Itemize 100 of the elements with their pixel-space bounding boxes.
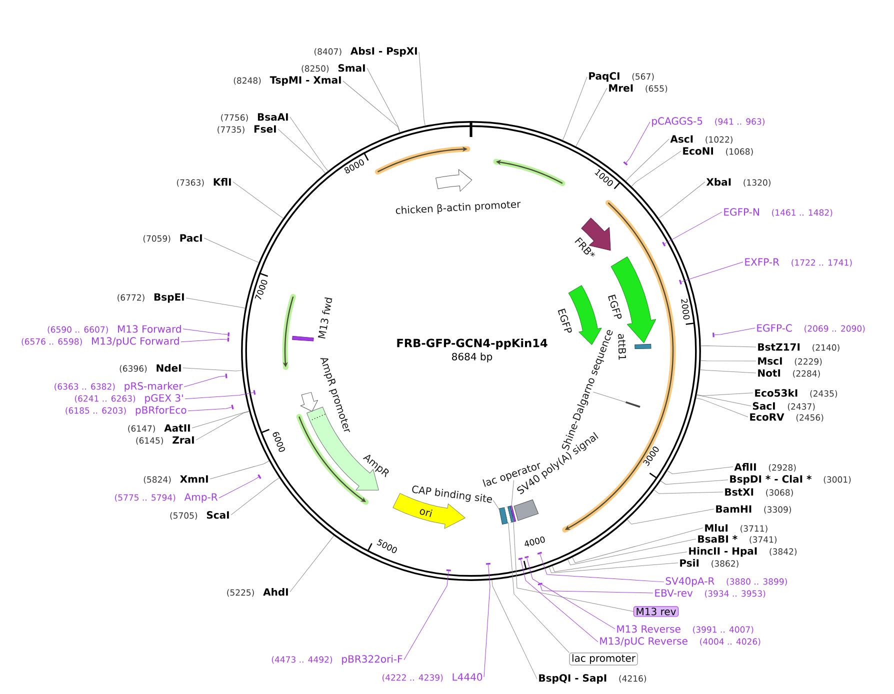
position-label: (1461 .. 1482) (772, 209, 832, 217)
position-label: (2140) (812, 344, 840, 352)
primer-mark (537, 552, 542, 555)
leader-line (696, 394, 752, 406)
primer-mark (446, 569, 451, 572)
leader-line (196, 411, 250, 440)
leader-line (230, 478, 280, 516)
enzyme-label: PsiI (680, 559, 699, 567)
leader-line (366, 68, 400, 133)
enzyme-label: BspDI * - ClaI * (730, 475, 812, 485)
position-label: (6241 .. 6263) (74, 395, 136, 403)
leader-line (184, 376, 226, 388)
leader-line (700, 345, 756, 348)
position-label: (1068) (726, 148, 753, 156)
primer-mark (712, 332, 714, 338)
position-label: (941 .. 963) (715, 118, 764, 126)
position-label: (4222 .. 4239) (382, 674, 443, 682)
position-label: (4216) (619, 675, 646, 683)
enzyme-label: KflI (214, 178, 231, 186)
enzyme-label: BspEI (154, 293, 184, 303)
position-label: (5824) (144, 476, 171, 484)
enzyme-label: MscI (758, 357, 782, 365)
leader-line (404, 570, 449, 660)
enzyme-label: NotI (758, 369, 780, 377)
position-label: (6363 .. 6382) (54, 383, 115, 391)
enzyme-label: AbsI - PspXI (350, 47, 417, 57)
position-label: (3309) (764, 506, 792, 514)
leader-line (492, 500, 500, 510)
leader-line (540, 584, 654, 594)
leader-line (572, 528, 704, 564)
position-label: (4004 .. 4026) (700, 638, 760, 646)
position-label: (4473 .. 4492) (272, 656, 332, 664)
position-label: (7735) (218, 126, 244, 134)
leader-line (568, 538, 696, 566)
enzyme-label: MreI (609, 84, 633, 92)
leader-line (186, 298, 246, 308)
primer-mark (662, 242, 666, 246)
leader-line (492, 580, 538, 680)
leader-line (696, 392, 754, 396)
leader-line (508, 522, 570, 653)
leader-line (192, 410, 250, 428)
tick-label: 4000 (524, 536, 545, 547)
position-label: (3001) (824, 476, 851, 484)
enzyme-label: BspQI - SapI (539, 674, 606, 684)
position-label: (2456) (796, 414, 824, 422)
position-label: (5705) (170, 512, 198, 520)
leader-line (418, 52, 426, 126)
primer-mark (253, 390, 256, 395)
primer-label: pGEX 3' (145, 394, 183, 404)
leader-line (204, 238, 260, 263)
primer-mark (225, 374, 228, 378)
leader-line (184, 392, 254, 400)
feature-label: attB1 (618, 334, 626, 360)
leader-line (484, 564, 490, 678)
primer-label: EBV-rev (655, 589, 693, 597)
primer-label: pBRforEco (136, 406, 186, 416)
leader-line (660, 480, 728, 485)
leader-line (631, 150, 682, 187)
primer-mark (486, 562, 490, 565)
position-label: (5775 .. 5794) (115, 494, 176, 502)
leader-line (714, 328, 756, 336)
primer-label: M13 Reverse (617, 625, 680, 633)
primer-mark (538, 582, 542, 586)
primer-mark (678, 280, 682, 284)
feature-label: CAP binding site (412, 486, 492, 503)
primer-label: M13 Forward (118, 325, 181, 333)
enzyme-label: BsaBI * (698, 535, 738, 543)
enzyme-label: SacI (752, 402, 775, 410)
primer-label: M13/pUC Reverse (600, 637, 688, 647)
position-label: (3068) (766, 489, 793, 497)
leader-line (180, 338, 228, 342)
enzyme-label: ScaI (206, 511, 229, 519)
leader-line (278, 128, 326, 174)
enzyme-label: AflII (734, 463, 756, 471)
leader-line (290, 535, 334, 592)
position-label: (7059) (143, 235, 170, 243)
enzyme-label: PaqCI (589, 72, 620, 82)
position-label: (2437) (788, 403, 815, 411)
primer-label: EGFP-N (724, 208, 759, 216)
position-label: (6772) (118, 294, 144, 302)
leader-line (654, 490, 724, 494)
position-label: (3934 .. 3953) (705, 590, 766, 598)
primer-mark (228, 332, 230, 337)
primer-label: L4440 (452, 673, 482, 681)
leader-line (700, 370, 756, 374)
enzyme-label: HincII - HpaI (689, 547, 757, 557)
leader-line (513, 517, 634, 612)
position-label: (2284) (793, 370, 820, 378)
feature-mark (510, 505, 516, 522)
leader-line (218, 476, 260, 498)
leader-line (548, 562, 678, 574)
leader-line (552, 552, 688, 572)
enzyme-label: ZraI (172, 436, 194, 444)
leader-line (696, 398, 748, 418)
primer-label: pRS-marker (124, 382, 183, 392)
position-label: (6576 .. 6598) (22, 338, 82, 346)
position-label: (3741) (750, 536, 776, 544)
feature-mark (504, 506, 512, 524)
primer-mark (227, 338, 230, 342)
feature-label: EGFP (558, 308, 572, 333)
